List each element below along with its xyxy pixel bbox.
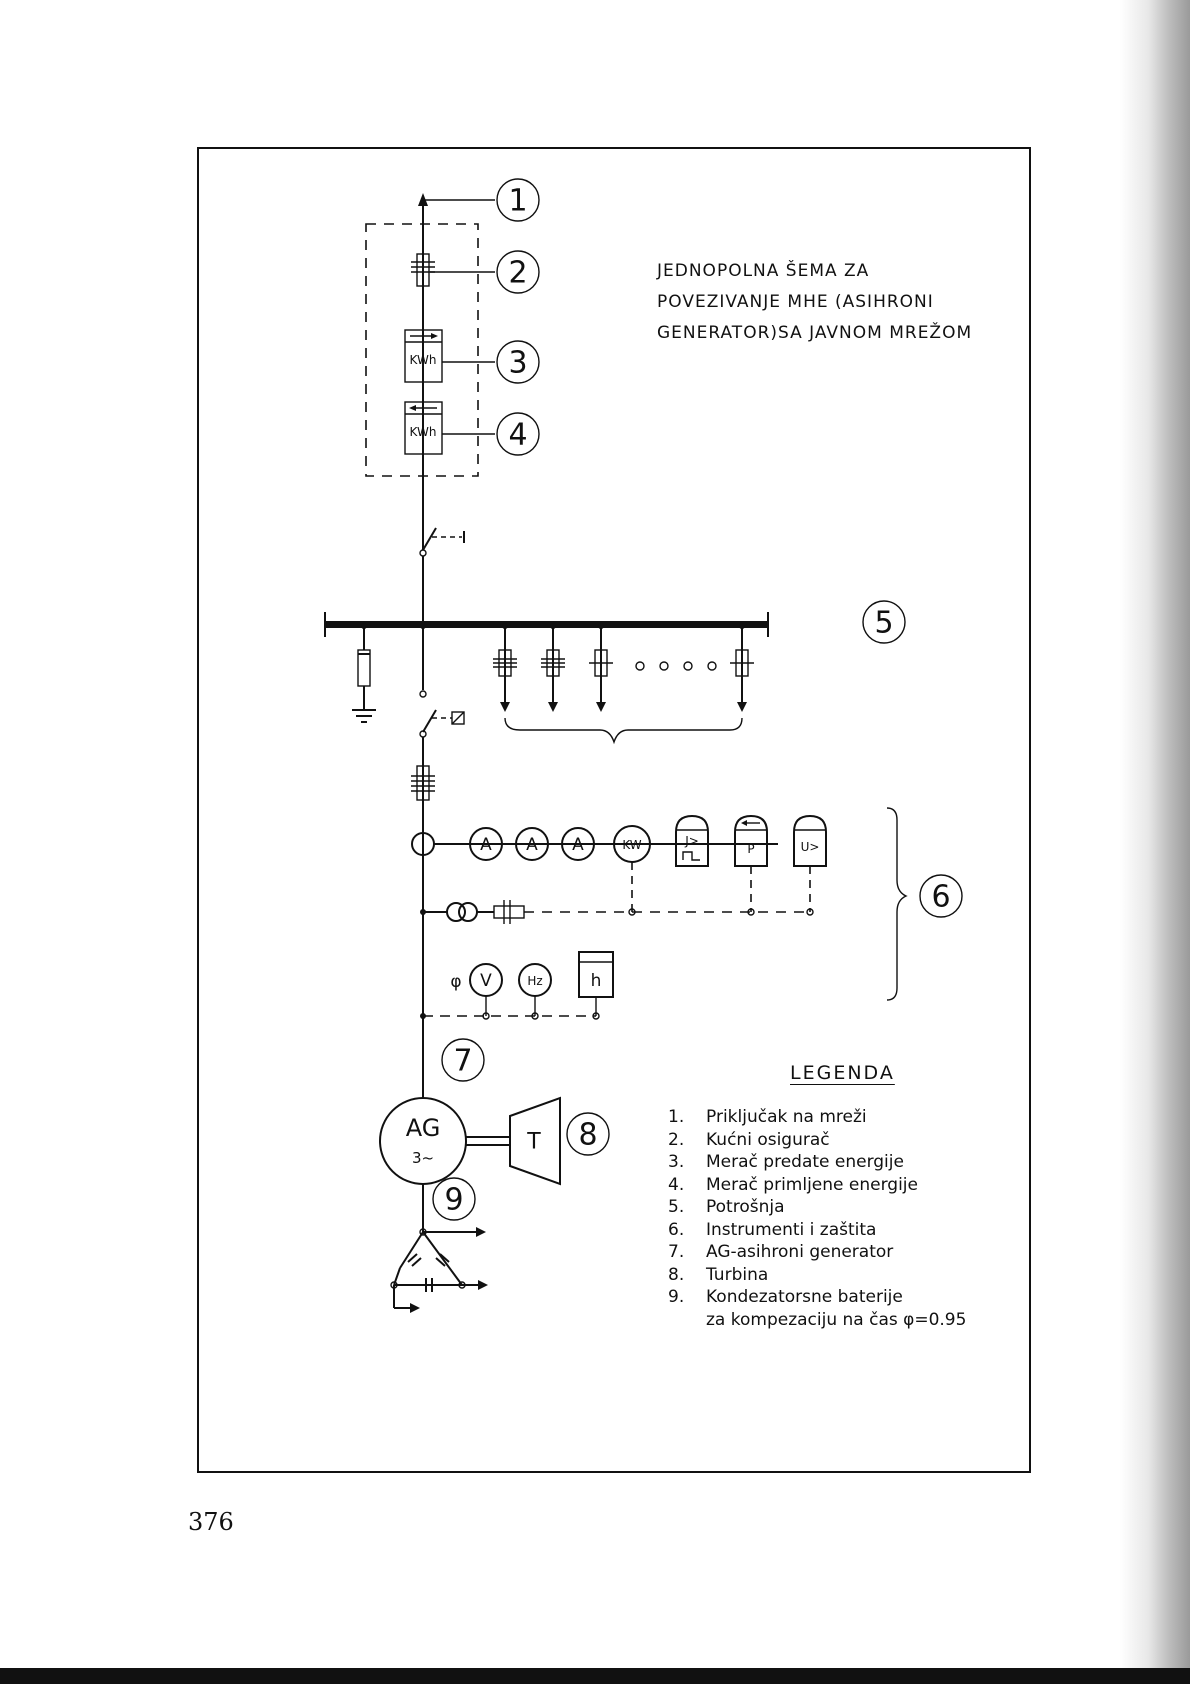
legend-item: 1.Priključak na mreži [668,1107,867,1127]
generator-fuse [411,765,435,801]
turbine-label: T [526,1130,541,1155]
meter-received [404,401,443,455]
legend-item: 7.AG-asihroni generator [668,1242,894,1262]
wattmeter-label: KW [622,838,641,852]
callout-7: 7 [453,1044,472,1079]
callout-4: 4 [508,418,527,453]
relay-reverse-power [734,814,768,867]
diagram-title: JEDNOPOLNA ŠEMA ZA POVEZIVANJE MHE (ASIH… [657,256,997,349]
callout-circle-4 [496,412,540,456]
legend-item: 9.Kondezatorsne baterije [668,1287,903,1307]
callout-circle-3 [496,340,540,384]
hour-counter-label: h [591,971,602,991]
callout-9: 9 [444,1183,463,1218]
relay-power-label: P [747,842,754,856]
ground-icon [352,709,376,723]
callout-2: 2 [508,256,527,291]
callout-3: 3 [508,346,527,381]
turbine [509,1096,561,1186]
meter-3-label: KWh [410,353,437,367]
callout-circle-6 [919,874,963,918]
consumer-feeder-1 [493,628,517,712]
callout-circle-1 [496,178,540,222]
callout-circle-2 [496,250,540,294]
meter-4-label: KWh [410,425,437,439]
ammeter-3 [561,827,595,861]
callout-circle-7 [441,1038,485,1082]
callout-circle-8 [566,1112,610,1156]
page-number: 376 [188,1508,234,1536]
callout-5: 5 [874,606,893,641]
legend-heading: LEGENDA [790,1062,895,1084]
consumption-brace [504,717,743,745]
relay-overvoltage [793,814,827,867]
scan-bottom-band [0,1668,1190,1684]
ellipsis-dots [635,661,717,671]
legend-continuation: za kompezaciju na čas φ=0.95 [706,1309,967,1330]
consumer-feeder-2 [541,628,565,712]
legend-item: 4.Merač primljene energije [668,1174,918,1195]
callout-8: 8 [578,1118,597,1153]
generator-phase: 3~ [412,1149,434,1167]
consumer-feeder-n [730,628,754,712]
callout-1: 1 [508,184,527,219]
capacitor-bank [390,1184,488,1313]
callout-6: 6 [931,880,950,915]
legend-item: 2.Kućni osigurač [668,1129,830,1150]
frequency-meter-label: Hz [527,974,542,988]
legend-item: 5.Potrošnja [668,1197,785,1217]
vt-fuse [493,900,525,924]
ammeter-1 [469,827,503,861]
phase-meter-symbol: φ [450,972,461,992]
voltage-transformer-icon [446,902,478,922]
legend-item: 3.Merač predate energije [668,1152,904,1172]
ammeter-2-label: A [526,835,538,855]
title-line-1: JEDNOPOLNA ŠEMA ZA [657,261,870,281]
relay-overcurrent [675,814,709,867]
legend-item: 6.Instrumenti i zaštita [668,1219,877,1240]
relay-voltage-label: U> [801,840,820,854]
legend-list: 1.Priključak na mreži 2.Kućni osigurač 3… [668,1106,1028,1331]
scan-page-edge [1120,0,1190,1684]
ammeter-2 [515,827,549,861]
voltmeter-label: V [480,971,492,991]
meter-delivered [404,329,443,383]
diagram-frame [197,147,1031,1473]
surge-arrester [357,628,371,710]
consumer-feeder-3 [589,628,613,712]
meter-enclosure [365,223,479,477]
generator-name: AG [406,1114,441,1142]
relay-overcurrent-label: J> [684,834,699,848]
ammeter-3-label: A [572,835,584,855]
busbar [325,621,768,628]
generator-disconnect-switch [419,628,465,738]
title-line-3: GENERATOR)SA JAVNOM MREŽOM [657,323,973,343]
instruments-brace [886,807,908,1001]
ammeter-1-label: A [480,835,492,855]
callout-circle-5 [862,600,906,644]
legend-item: 8.Turbina [668,1264,769,1285]
title-line-2: POVEZIVANJE MHE (ASIHRONI [657,292,934,312]
main-disconnect-switch [419,520,465,622]
callout-circle-9 [432,1177,476,1221]
